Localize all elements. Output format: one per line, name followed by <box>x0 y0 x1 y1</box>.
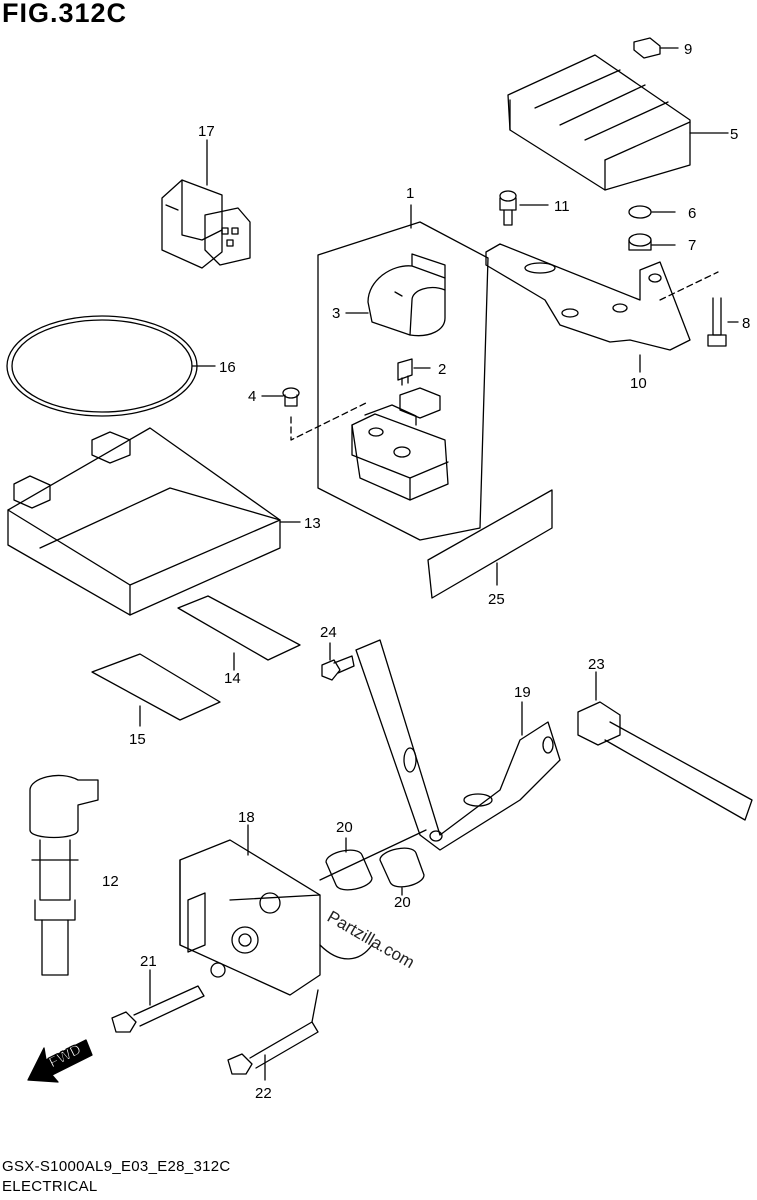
callout-18: 18 <box>238 809 255 826</box>
fwd-arrow-icon: FWD <box>27 1039 93 1083</box>
label-part-25 <box>427 489 553 599</box>
collar-part-7 <box>628 233 676 251</box>
fuse-part-2 <box>397 358 431 386</box>
starter-relay-body <box>351 387 449 501</box>
bracket-part-19 <box>355 639 561 851</box>
label-part-14 <box>177 595 301 671</box>
callout-23: 23 <box>588 656 605 673</box>
relay-cover-part-3 <box>345 253 446 337</box>
callout-21: 21 <box>140 953 157 970</box>
figure-title: FIG.312C <box>2 0 128 28</box>
callout-14: 14 <box>224 670 241 687</box>
callout-20: 20 <box>336 819 353 836</box>
bolt-part-22 <box>227 1021 319 1081</box>
callout-7: 7 <box>688 237 696 254</box>
callout-labels: 1 2 3 4 5 6 7 8 9 10 11 12 13 14 15 16 1… <box>102 41 750 1102</box>
grommet-part-6 <box>628 205 676 219</box>
callout-25: 25 <box>488 591 505 608</box>
callout-4: 4 <box>248 388 256 405</box>
bolt-part-21 <box>111 969 205 1033</box>
callout-17: 17 <box>198 123 215 140</box>
callout-22: 22 <box>255 1085 272 1102</box>
bracket-part-10 <box>485 243 719 373</box>
callout-10: 10 <box>630 375 647 392</box>
callout-12: 12 <box>102 873 119 890</box>
sensor-part-18 <box>179 824 373 996</box>
callout-19: 19 <box>514 684 531 701</box>
callout-1: 1 <box>406 185 414 202</box>
callout-6: 6 <box>688 205 696 222</box>
label-part-15 <box>91 653 221 727</box>
callout-24: 24 <box>320 624 337 641</box>
ecm-part-13 <box>7 427 301 616</box>
callout-13: 13 <box>304 515 321 532</box>
starter-relay-assembly-box <box>317 204 489 541</box>
callout-16: 16 <box>219 359 236 376</box>
collar-part-20b <box>379 847 425 896</box>
bolt-part-11 <box>499 190 549 226</box>
callout-15: 15 <box>129 731 146 748</box>
sensor-leader-lines <box>311 829 427 1023</box>
callout-9: 9 <box>684 41 692 58</box>
connector-part-17 <box>161 139 251 269</box>
callout-5: 5 <box>730 126 738 143</box>
callout-8: 8 <box>742 315 750 332</box>
bolt-part-24 <box>321 642 355 681</box>
regulator-part-5 <box>507 54 729 191</box>
watermark-text: Partzilla.com <box>324 907 418 972</box>
screw-part-4 <box>261 387 369 441</box>
callout-3: 3 <box>332 305 340 322</box>
collar-part-20a <box>325 837 373 891</box>
callout-11: 11 <box>554 198 570 215</box>
callout-2: 2 <box>438 361 446 378</box>
ignition-coil-part-12 <box>29 774 99 976</box>
seal-ring-part-16 <box>6 315 216 417</box>
clamp-part-23 <box>577 671 753 821</box>
nut-part-9 <box>633 37 679 59</box>
callout-20-second: 20 <box>394 894 411 911</box>
model-code: GSX-S1000AL9_E03_E28_312C <box>2 1158 231 1175</box>
bolt-part-8 <box>707 297 739 347</box>
section-name: ELECTRICAL <box>2 1178 98 1195</box>
